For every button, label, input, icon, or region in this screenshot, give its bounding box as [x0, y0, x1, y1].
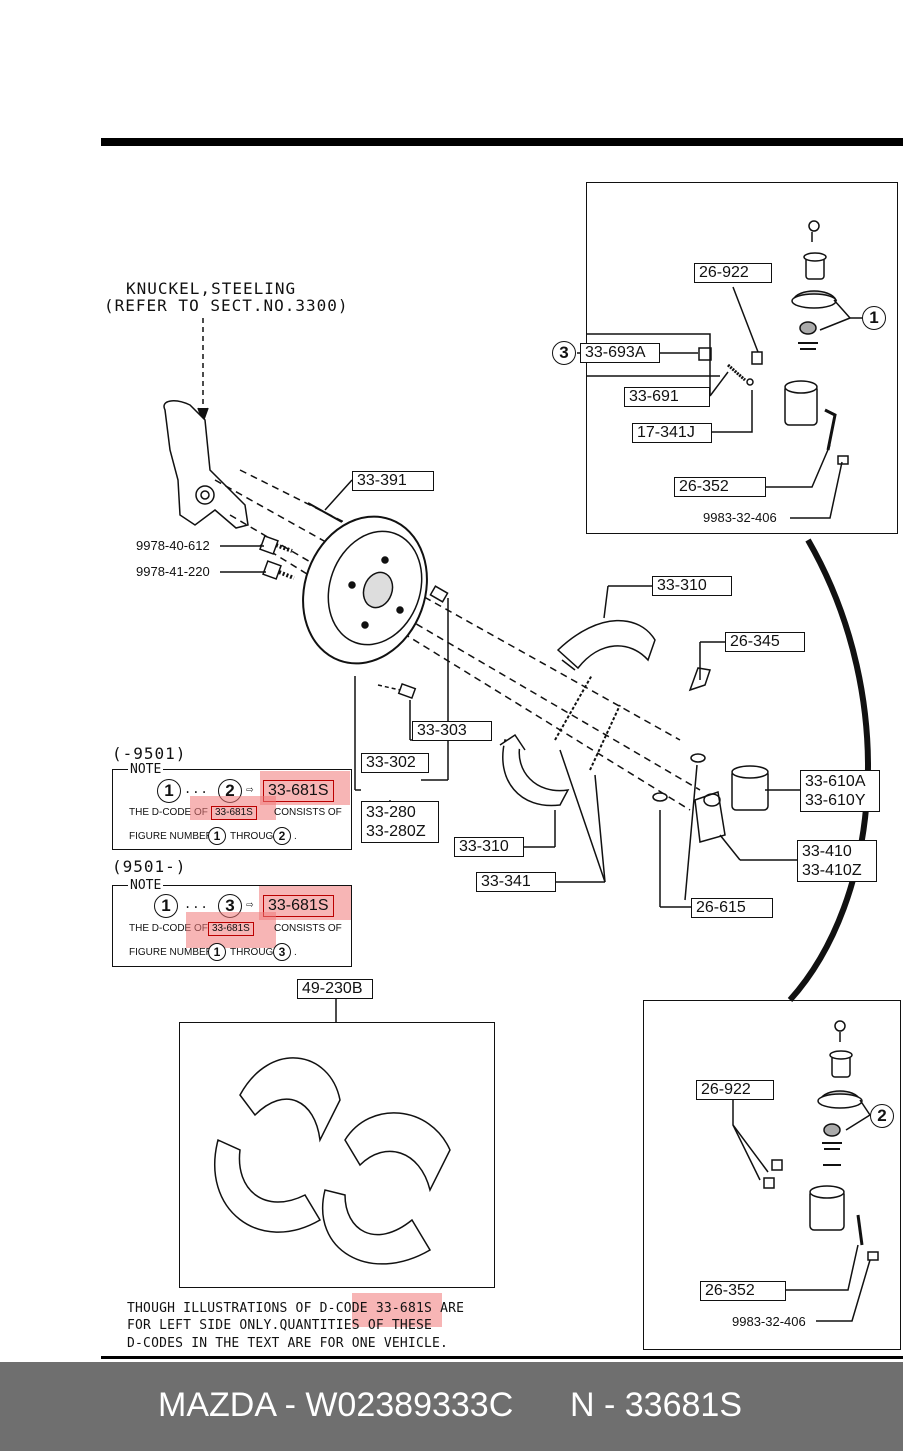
top-rule: [101, 138, 903, 146]
note1-text-a: THE D-CODE OF: [129, 807, 208, 818]
note1-title: NOTE: [128, 762, 164, 777]
inset-top-label-26-352[interactable]: 26-352: [674, 477, 766, 497]
inset-bottom-frame: [643, 1000, 901, 1350]
part-label-33-391[interactable]: 33-391: [352, 471, 434, 491]
note1-text-code[interactable]: 33-681S: [211, 806, 257, 820]
inset-top-label-33-693A[interactable]: 33-693A: [580, 343, 660, 363]
note1-arrow: ⇨: [246, 782, 255, 796]
note2-code[interactable]: 33-681S: [263, 895, 334, 917]
footer-catalog-code: MAZDA - W02389333C: [158, 1386, 514, 1424]
bottom-note-line2-b: OF THESE: [367, 1318, 433, 1333]
note2-box: [112, 885, 352, 967]
knuckle-note-line2: (REFER TO SECT.NO.3300): [104, 296, 349, 315]
note1-text-to-callout: 2: [273, 827, 291, 845]
part-label-33-341[interactable]: 33-341: [476, 872, 556, 892]
bottom-note-line3: D-CODES IN THE TEXT ARE FOR ONE VEHICLE.: [127, 1336, 449, 1351]
part-label-33-410[interactable]: 33-410 33-410Z: [797, 840, 877, 882]
note2-text-a: THE D-CODE OF: [129, 923, 208, 934]
note1-range: (-9501): [112, 744, 187, 763]
note1-text-highlight: [190, 796, 276, 820]
note1-text-from-callout: 1: [208, 827, 226, 845]
note1-code[interactable]: 33-681S: [263, 780, 334, 802]
note1-box: [112, 769, 352, 850]
note2-text-to-callout: 3: [273, 943, 291, 961]
note2-text-highlight: [186, 912, 276, 948]
note2-text-c: FIGURE NUMBERS: [129, 947, 220, 958]
bottom-note-highlight: [352, 1293, 442, 1327]
part-label-9978-41-220[interactable]: 9978-41-220: [136, 564, 210, 579]
bottom-note-line1-code[interactable]: 33-681S: [375, 1301, 433, 1316]
note2-title: NOTE: [128, 878, 164, 893]
note1-text-d: THROUGH: [230, 831, 281, 842]
bottom-note-line2: FOR LEFT SIDE ONLY.QUANTITIES OF THESE: [127, 1318, 432, 1333]
bottom-rule: [101, 1356, 903, 1359]
brake-assembly-drawing: [163, 220, 879, 1322]
inset-top-label-33-691[interactable]: 33-691: [624, 387, 710, 407]
note1-text-b: CONSISTS OF: [274, 807, 342, 818]
part-label-33-280Z-line2: 33-280Z: [366, 823, 426, 840]
note1-text-end: .: [294, 831, 297, 842]
bottom-note-line2-a: FOR LEFT SIDE ONLY.QUANTITIES: [127, 1318, 360, 1333]
note1-text-c: FIGURE NUMBERS: [129, 831, 220, 842]
inset-bottom-label-26-352[interactable]: 26-352: [700, 1281, 786, 1301]
bottom-note-line1-b: ARE: [440, 1301, 465, 1316]
note2-text-from-callout: 1: [208, 943, 226, 961]
part-label-33-610A[interactable]: 33-610A 33-610Y: [800, 770, 880, 812]
part-label-33-610A-line1: 33-610A: [805, 773, 866, 790]
note1-from-callout: 1: [157, 779, 181, 803]
part-label-33-303[interactable]: 33-303: [412, 721, 492, 741]
note2-text-b: CONSISTS OF: [274, 923, 342, 934]
shoe-set-left: [239, 1057, 341, 1143]
shoe-lower: [502, 739, 570, 807]
note2-dots: ...: [184, 897, 209, 911]
note2-arrow: ⇨: [246, 897, 255, 911]
knuckle-note-line1: KNUCKEL,STEELING: [126, 279, 297, 298]
part-label-33-310-lower[interactable]: 33-310: [454, 837, 524, 857]
inset-top-label-26-922[interactable]: 26-922: [694, 263, 772, 283]
footer-part-number: N - 33681S: [570, 1386, 742, 1424]
note2-text-d: THROUGH: [230, 947, 281, 958]
note2-text-code[interactable]: 33-681S: [208, 922, 254, 936]
knuckle-shape: [163, 400, 249, 529]
callout-1: 1: [862, 306, 886, 330]
inset-top-label-17-341J[interactable]: 17-341J: [632, 423, 712, 443]
callout-3: 3: [552, 341, 576, 365]
part-label-26-615[interactable]: 26-615: [691, 898, 773, 918]
part-label-33-302[interactable]: 33-302: [361, 753, 429, 773]
inset-bottom-label-26-922[interactable]: 26-922: [696, 1080, 774, 1100]
part-label-33-280[interactable]: 33-280 33-280Z: [361, 801, 439, 843]
note2-text-end: .: [294, 947, 297, 958]
footer-bar: MAZDA - W02389333C N - 33681S: [0, 1362, 903, 1451]
note2-range: (9501-): [112, 857, 187, 876]
shoe-upper: [556, 619, 656, 670]
part-label-33-610Y-line2: 33-610Y: [805, 792, 866, 809]
note1-dots: ...: [184, 782, 209, 796]
part-label-9978-40-612[interactable]: 9978-40-612: [136, 538, 210, 553]
part-label-33-280-line1: 33-280: [366, 804, 416, 821]
part-label-33-410Z-line2: 33-410Z: [802, 862, 862, 879]
part-label-49-230B[interactable]: 49-230B: [297, 979, 373, 999]
bottom-note-line1-a: THOUGH ILLUSTRATIONS OF D-CODE: [127, 1301, 368, 1316]
part-label-26-345[interactable]: 26-345: [725, 632, 805, 652]
inset-top-label-9983-32-406[interactable]: 9983-32-406: [703, 510, 777, 525]
shoe-set-frame: [179, 1022, 495, 1288]
part-label-33-310-upper[interactable]: 33-310: [652, 576, 732, 596]
callout-2: 2: [870, 1104, 894, 1128]
part-label-33-410-line1: 33-410: [802, 843, 852, 860]
inset-bottom-label-9983-32-406[interactable]: 9983-32-406: [732, 1314, 806, 1329]
note2-from-callout: 1: [154, 894, 178, 918]
bottom-note-line1: THOUGH ILLUSTRATIONS OF D-CODE 33-681S A…: [127, 1301, 464, 1316]
